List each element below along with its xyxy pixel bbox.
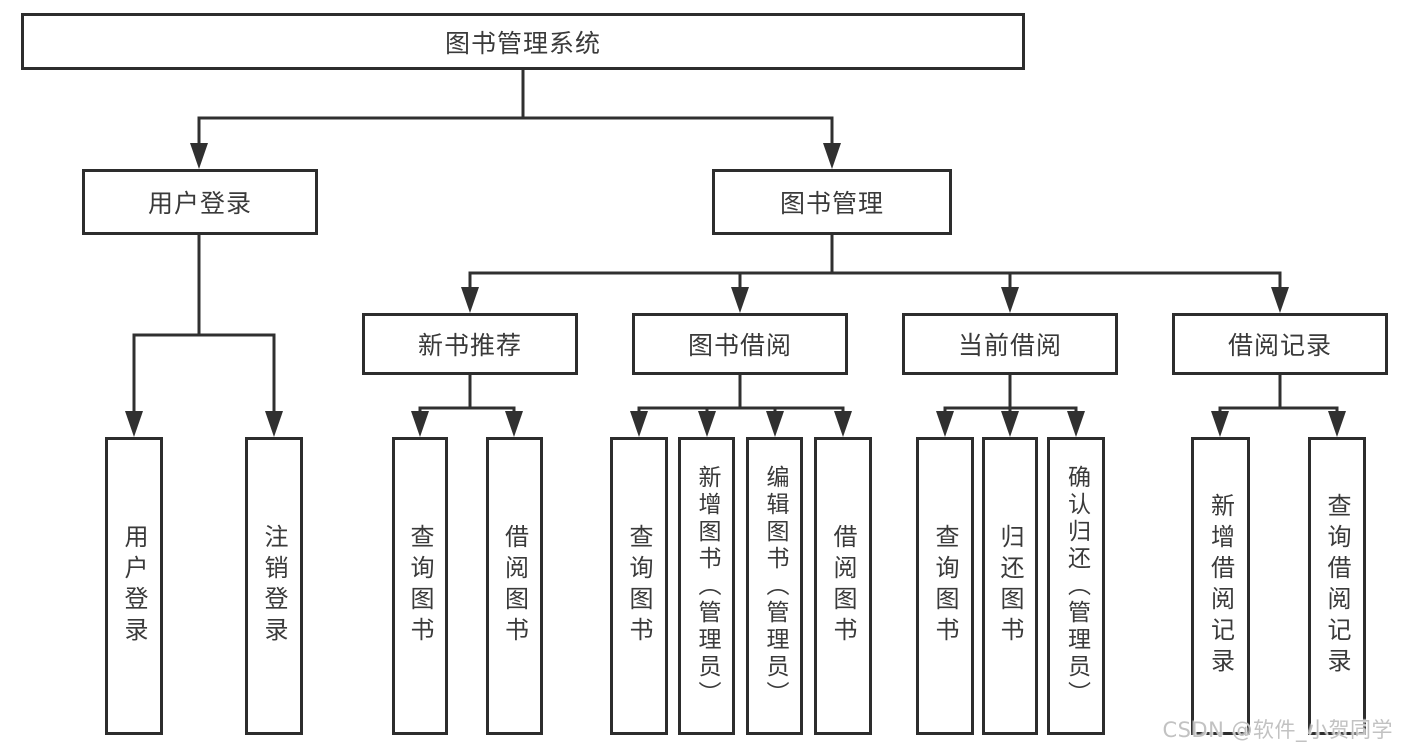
node-label: 借阅图书 bbox=[829, 524, 857, 648]
connector-borrow-record-children bbox=[1211, 375, 1346, 437]
node-label: 注销登录 bbox=[260, 524, 288, 648]
leaf-confirm-return-admin: 确认归还（管理员） bbox=[1047, 437, 1105, 735]
leaf-user-login: 用户登录 bbox=[105, 437, 163, 735]
node-label: 编辑图书（管理员） bbox=[762, 464, 788, 708]
node-label: 新增图书（管理员） bbox=[694, 464, 720, 708]
connector-user-login-children bbox=[125, 234, 283, 437]
node-label: 借阅记录 bbox=[1227, 331, 1332, 360]
node-label: 查询图书 bbox=[931, 524, 959, 648]
connector-new-book-children bbox=[411, 375, 523, 437]
node-label: 查询图书 bbox=[625, 524, 653, 648]
leaf-edit-book-admin: 编辑图书（管理员） bbox=[746, 437, 803, 735]
leaf-logout: 注销登录 bbox=[245, 437, 303, 735]
node-label: 图书管理系统 bbox=[444, 28, 601, 58]
node-label: 图书借阅 bbox=[687, 331, 792, 360]
node-label: 新书推荐 bbox=[417, 331, 522, 360]
connector-book-management-children bbox=[461, 234, 1289, 313]
leaf-borrow-book-1: 借阅图书 bbox=[486, 437, 543, 735]
node-book-borrow: 图书借阅 bbox=[632, 313, 848, 375]
leaf-query-book-2: 查询图书 bbox=[610, 437, 668, 735]
leaf-add-book-admin: 新增图书（管理员） bbox=[678, 437, 735, 735]
node-book-management: 图书管理 bbox=[712, 169, 952, 235]
node-label: 借阅图书 bbox=[500, 524, 529, 648]
leaf-return-book: 归还图书 bbox=[982, 437, 1038, 735]
node-label: 图书管理 bbox=[779, 189, 884, 218]
leaf-query-book-3: 查询图书 bbox=[916, 437, 974, 735]
node-label: 确认归还（管理员） bbox=[1063, 464, 1090, 708]
connector-current-borrow-children bbox=[936, 375, 1085, 437]
leaf-add-borrow-record: 新增借阅记录 bbox=[1191, 437, 1250, 735]
node-new-book-recommend: 新书推荐 bbox=[362, 313, 578, 375]
leaf-borrow-book-2: 借阅图书 bbox=[814, 437, 872, 735]
node-label: 归还图书 bbox=[996, 524, 1024, 648]
connector-book-borrow-children bbox=[630, 375, 852, 437]
node-user-login: 用户登录 bbox=[82, 169, 318, 235]
watermark: CSDN @软件_小贺同学 bbox=[1162, 718, 1393, 742]
node-borrow-record: 借阅记录 bbox=[1172, 313, 1388, 375]
connector-root-to-level2 bbox=[190, 68, 841, 169]
node-label: 用户登录 bbox=[147, 189, 252, 218]
node-root: 图书管理系统 bbox=[21, 13, 1025, 70]
node-label: 查询图书 bbox=[406, 524, 434, 648]
leaf-query-borrow-record: 查询借阅记录 bbox=[1308, 437, 1366, 735]
node-label: 新增借阅记录 bbox=[1206, 493, 1235, 679]
node-label: 用户登录 bbox=[120, 524, 148, 648]
leaf-query-book-1: 查询图书 bbox=[392, 437, 448, 735]
node-label: 当前借阅 bbox=[957, 331, 1062, 360]
node-label: 查询借阅记录 bbox=[1323, 493, 1351, 679]
node-current-borrow: 当前借阅 bbox=[902, 313, 1118, 375]
